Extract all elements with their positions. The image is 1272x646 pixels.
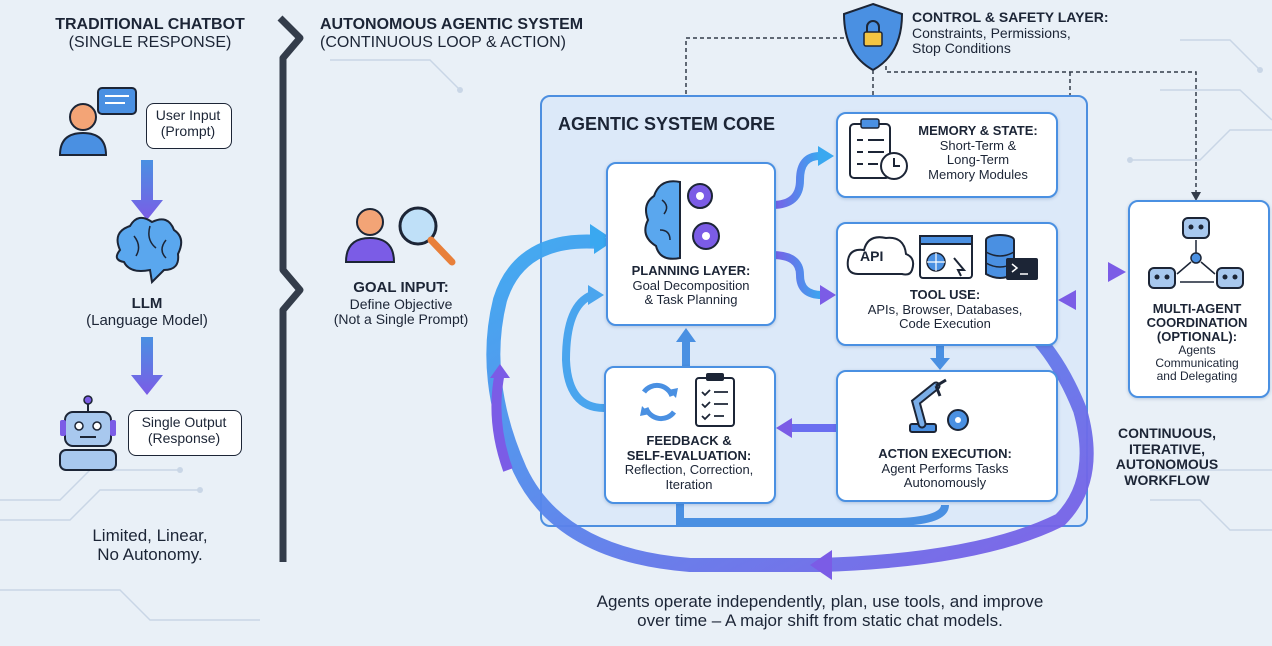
agentic-title: AUTONOMOUS AGENTIC SYSTEM (CONTINUOUS LO…: [320, 16, 584, 51]
core-title: AGENTIC SYSTEM CORE: [558, 114, 776, 134]
workflow-label: CONTINUOUS, ITERATIVE, AUTONOMOUS WORKFL…: [1115, 425, 1219, 489]
feedback-card: [604, 366, 776, 504]
llm-label: LLM(Language Model): [86, 295, 208, 329]
user-input-bubble: [146, 103, 232, 149]
limitation-text: Limited, Linear,No Autonomy.: [92, 526, 208, 565]
footer-caption: Agents operate independently, plan, use …: [596, 592, 1044, 631]
user-input-label: User Input(Prompt): [155, 107, 221, 139]
control-layer-label: CONTROL & SAFETY LAYER: Constraints, Per…: [912, 9, 1109, 57]
traditional-title: TRADITIONAL CHATBOT (SINGLE RESPONSE): [55, 16, 245, 51]
planning-label: PLANNING LAYER: Goal Decomposition & Tas…: [631, 263, 751, 308]
feedback-label: FEEDBACK & SELF-EVALUATION: Reflection, …: [624, 433, 754, 492]
goal-input-label: GOAL INPUT: Define Objective (Not a Sing…: [333, 279, 469, 328]
action-execution-card: [836, 370, 1058, 502]
action-label: ACTION EXECUTION: Agent Performs Tasks A…: [878, 446, 1012, 491]
api-label: API: [860, 248, 884, 264]
tool-use-label: TOOL USE: APIs, Browser, Databases, Code…: [867, 287, 1023, 332]
output-bubble: [128, 410, 242, 456]
output-label: Single Output(Response): [141, 414, 227, 446]
multi-agent-label: MULTI-AGENT COORDINATION (OPTIONAL): Age…: [1146, 301, 1248, 383]
memory-label: MEMORY & STATE: Short-Term & Long-Term M…: [918, 123, 1038, 182]
